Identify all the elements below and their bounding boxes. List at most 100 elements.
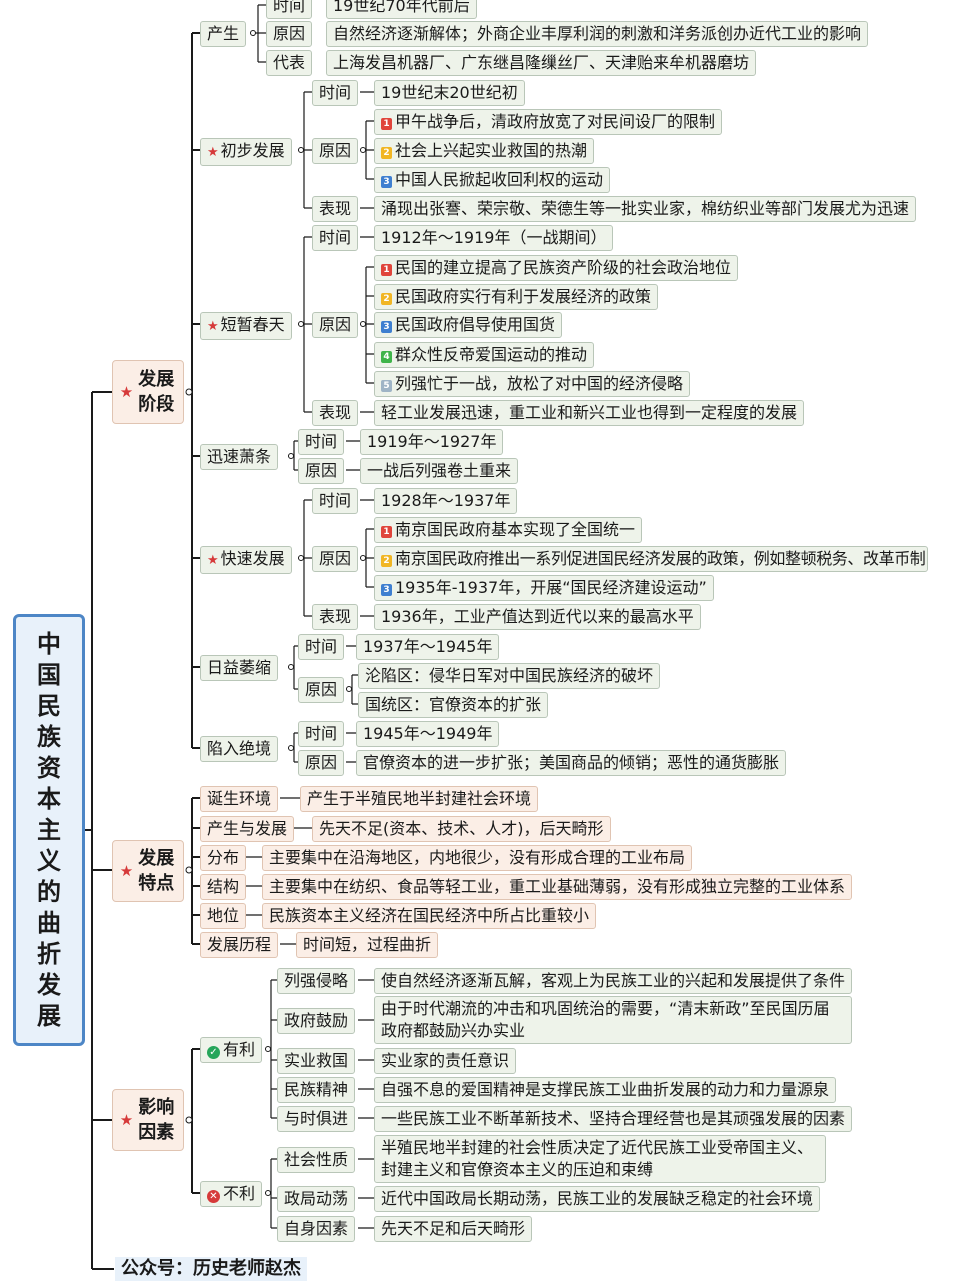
favorable-value-2[interactable]: 由于时代潮流的冲击和巩固统治的需要，“清末新政”至民国历届政府都鼓励兴办实业 (374, 996, 852, 1044)
branch-factors[interactable]: ★ 影响因素 (112, 1089, 184, 1151)
emergence-time[interactable]: 19世纪70年代前后 (326, 0, 477, 19)
unfavorable-label-3[interactable]: 自身因素 (277, 1216, 356, 1242)
initial-time[interactable]: 19世纪末20世纪初 (374, 80, 525, 106)
number-1-icon: 1 (381, 526, 392, 538)
emergence-rep-label[interactable]: 代表 (266, 50, 313, 76)
fast-performance[interactable]: 1936年，工业产值达到近代以来的最高水平 (374, 604, 701, 630)
feature-value-3[interactable]: 主要集中在沿海地区，内地很少，没有形成合理的工业布局 (262, 845, 693, 871)
spring-time[interactable]: 1912年～1919年（一战期间） (374, 225, 614, 251)
stage-shrink[interactable]: 日益萎缩 (200, 655, 279, 681)
stage-fast[interactable]: ★快速发展 (200, 546, 292, 574)
unfavorable-label-2[interactable]: 政局动荡 (277, 1186, 356, 1212)
emergence-reason[interactable]: 自然经济逐渐解体；外商企业丰厚利润的刺激和洋务派创办近代工业的影响 (326, 21, 869, 47)
favorable-label-1[interactable]: 列强侵略 (277, 968, 356, 994)
despair-time[interactable]: 1945年～1949年 (356, 721, 500, 747)
feature-label-5[interactable]: 地位 (200, 903, 247, 929)
initial-performance[interactable]: 涌现出张謇、荣宗敬、荣德生等一批实业家，棉纺织业等部门发展尤为迅速 (374, 196, 917, 222)
favorable-value-5[interactable]: 一些民族工业不断革新技术、坚持合理经营也是其顽强发展的因素 (374, 1106, 853, 1132)
fast-time-label[interactable]: 时间 (312, 488, 359, 514)
number-3-icon: 3 (381, 176, 392, 188)
decline-reason[interactable]: 一战后列强卷土重来 (360, 458, 519, 484)
despair-time-label[interactable]: 时间 (298, 721, 345, 747)
unfavorable-value-1[interactable]: 半殖民地半封建的社会性质决定了近代民族工业受帝国主义、封建主义和官僚资本主义的压… (374, 1135, 826, 1183)
root-title-char: 的 (37, 877, 61, 906)
shrink-time-label[interactable]: 时间 (298, 634, 345, 660)
shrink-reason-2[interactable]: 国统区：官僚资本的扩张 (358, 692, 549, 718)
branch-features[interactable]: ★ 发展特点 (112, 840, 184, 902)
fast-time[interactable]: 1928年～1937年 (374, 488, 518, 514)
shrink-time[interactable]: 1937年～1945年 (356, 634, 500, 660)
root-title: 中国民族资本主义的曲折发展 (37, 629, 61, 1032)
favorable-value-3[interactable]: 实业家的责任意识 (374, 1048, 517, 1074)
feature-label-2[interactable]: 产生与发展 (200, 816, 295, 842)
feature-label-1[interactable]: 诞生环境 (200, 786, 279, 812)
decline-reason-label[interactable]: 原因 (298, 458, 345, 484)
decline-time[interactable]: 1919年～1927年 (360, 429, 504, 455)
fast-reason-label[interactable]: 原因 (312, 546, 359, 572)
feature-label-6[interactable]: 发展历程 (200, 932, 279, 958)
despair-reason[interactable]: 官僚资本的进一步扩张；美国商品的倾销；恶性的通货膨胀 (356, 750, 787, 776)
stage-initial[interactable]: ★初步发展 (200, 138, 292, 166)
spring-perf-label[interactable]: 表现 (312, 400, 359, 426)
initial-time-label[interactable]: 时间 (312, 80, 359, 106)
feature-value-6[interactable]: 时间短，过程曲折 (296, 932, 439, 958)
star-icon: ★ (119, 383, 134, 401)
favorable-label-3[interactable]: 实业救国 (277, 1048, 356, 1074)
branch-stages-label: 发展阶段 (138, 369, 175, 415)
decline-time-label[interactable]: 时间 (298, 429, 345, 455)
stage-despair[interactable]: 陷入绝境 (200, 736, 279, 762)
favorable-label-2[interactable]: 政府鼓励 (277, 1008, 356, 1034)
shrink-reason-label[interactable]: 原因 (298, 677, 345, 703)
stage-decline[interactable]: 迅速萧条 (200, 444, 279, 470)
unfavorable-value-2[interactable]: 近代中国政局长期动荡，民族工业的发展缺乏稳定的社会环境 (374, 1186, 821, 1212)
unfavorable-label-1[interactable]: 社会性质 (277, 1147, 356, 1173)
initial-perf-label[interactable]: 表现 (312, 196, 359, 222)
root-title-char: 主 (37, 815, 61, 844)
cross-icon: ✕ (207, 1190, 220, 1203)
number-1-icon: 1 (381, 118, 392, 130)
number-1-icon: 1 (381, 264, 392, 276)
factor-unfavorable[interactable]: ✕不利 (200, 1181, 263, 1207)
feature-label-3[interactable]: 分布 (200, 845, 247, 871)
spring-reason-label[interactable]: 原因 (312, 312, 359, 338)
emergence-reason-label[interactable]: 原因 (266, 21, 313, 47)
emergence-time-label[interactable]: 时间 (266, 0, 313, 19)
feature-value-5[interactable]: 民族资本主义经济在国民经济中所占比重较小 (262, 903, 597, 929)
favorable-value-1[interactable]: 使自然经济逐渐瓦解，客观上为民族工业的兴起和发展提供了条件 (374, 968, 853, 994)
stage-spring[interactable]: ★短暂春天 (200, 312, 292, 340)
root-topic[interactable]: 中国民族资本主义的曲折发展 (13, 614, 85, 1046)
feature-value-4[interactable]: 主要集中在纺织、食品等轻工业，重工业基础薄弱，没有形成独立完整的工业体系 (262, 874, 853, 900)
feature-label-4[interactable]: 结构 (200, 874, 247, 900)
shrink-reason-1[interactable]: 沦陷区：侵华日军对中国民族经济的破坏 (358, 663, 661, 689)
root-title-char: 本 (37, 784, 61, 813)
feature-value-1[interactable]: 产生于半殖民地半封建社会环境 (300, 786, 539, 812)
fast-perf-label[interactable]: 表现 (312, 604, 359, 630)
number-5-icon: 5 (381, 380, 392, 392)
unfavorable-value-3[interactable]: 先天不足和后天畸形 (374, 1216, 533, 1242)
branch-stages[interactable]: ★ 发展阶段 (112, 360, 184, 424)
feature-value-2[interactable]: 先天不足(资本、技术、人才)，后天畸形 (312, 816, 611, 842)
favorable-label-4[interactable]: 民族精神 (277, 1077, 356, 1103)
initial-reason-label[interactable]: 原因 (312, 138, 359, 164)
spring-time-label[interactable]: 时间 (312, 225, 359, 251)
favorable-value-4[interactable]: 自强不息的爱国精神是支撑民族工业曲折发展的动力和力量源泉 (374, 1077, 837, 1103)
stage-emergence[interactable]: 产生 (200, 21, 247, 47)
root-title-char: 国 (37, 660, 61, 689)
number-4-icon: 4 (381, 351, 392, 363)
despair-reason-label[interactable]: 原因 (298, 750, 345, 776)
favorable-label-5[interactable]: 与时俱进 (277, 1106, 356, 1132)
emergence-representatives[interactable]: 上海发昌机器厂、广东继昌隆缫丝厂、天津贻来牟机器磨坊 (326, 50, 757, 76)
factor-favorable[interactable]: ✓有利 (200, 1037, 263, 1063)
spring-performance[interactable]: 轻工业发展迅速，重工业和新兴工业也得到一定程度的发展 (374, 400, 805, 426)
